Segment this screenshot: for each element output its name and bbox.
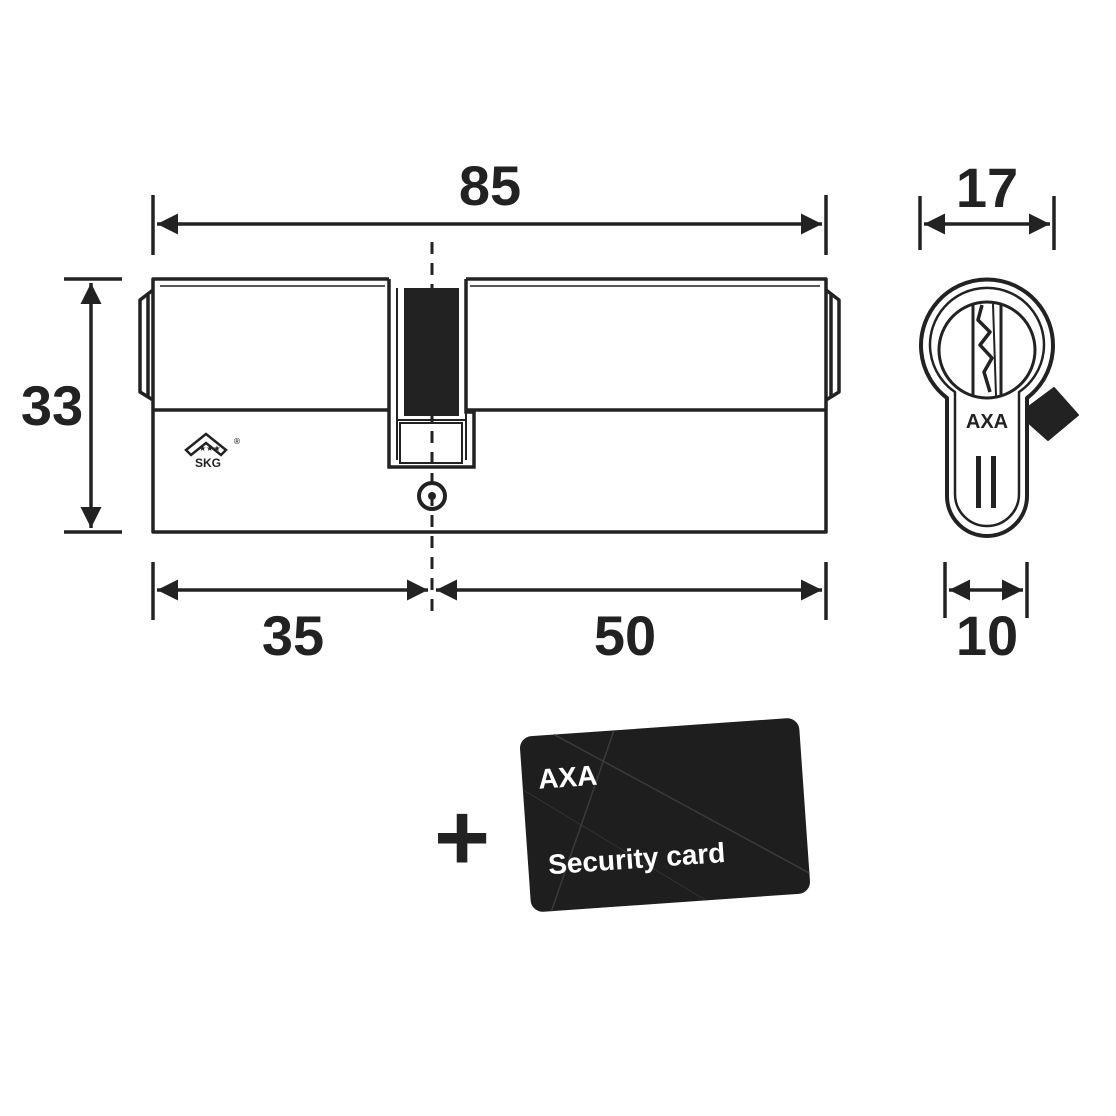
profile-bottom-dimension <box>943 562 1029 618</box>
svg-text:★★★: ★★★ <box>199 444 221 453</box>
card-axa-logo: AXA <box>537 760 598 795</box>
total-length-dimension <box>151 195 828 255</box>
skg-certification-logo: ★★★ ® SKG <box>184 432 241 470</box>
skg-label: SKG <box>195 456 221 470</box>
right-length-label: 50 <box>594 604 656 667</box>
total-length-label: 85 <box>459 154 521 217</box>
plus-sign: + <box>434 784 490 891</box>
right-length-dimension <box>436 562 828 620</box>
svg-text:®: ® <box>233 437 241 446</box>
cylinder-profile <box>919 277 1079 538</box>
left-length-dimension <box>151 562 428 620</box>
cylinder-body <box>138 277 841 534</box>
profile-width-dimension <box>918 196 1056 250</box>
profile-width-label: 17 <box>956 156 1018 219</box>
profile-bottom-label: 10 <box>956 604 1018 667</box>
height-dimension <box>64 277 122 534</box>
left-length-label: 35 <box>262 604 324 667</box>
profile-axa-logo: AXA <box>966 411 1008 433</box>
height-label: 33 <box>21 374 83 437</box>
security-card: AXA Security card <box>520 718 810 912</box>
